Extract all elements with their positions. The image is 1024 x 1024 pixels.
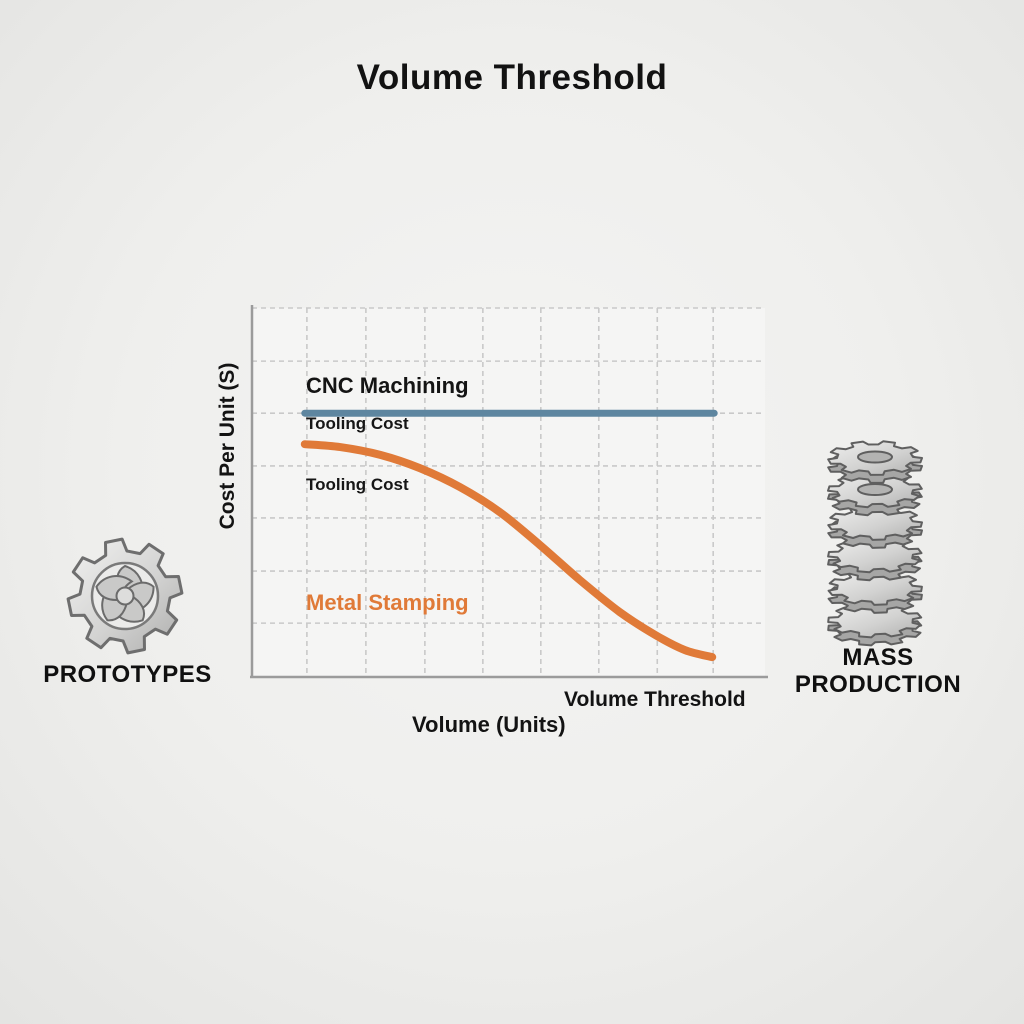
chart-plot (250, 305, 768, 679)
series-label-metal-stamping: Metal Stamping (306, 590, 469, 615)
y-axis-label: Cost Per Unit (S) (216, 362, 239, 530)
x-axis-label: Volume (Units) (412, 712, 566, 737)
page-title: Volume Threshold (356, 58, 668, 97)
right-caption-line1: MASS (842, 644, 914, 671)
annotation-cnc-tooling-cost: Tooling Cost (306, 414, 409, 433)
series-line-metal-stamping (300, 440, 717, 662)
left-caption: PROTOTYPES (43, 661, 212, 688)
gear-hub (115, 586, 135, 606)
right-caption-line2: PRODUCTION (794, 671, 962, 698)
series-label-cnc-machining: CNC Machining (306, 373, 469, 398)
right-caption: MASS PRODUCTION (780, 644, 976, 698)
volume-threshold-annotation: Volume Threshold (564, 688, 746, 711)
gear-icon (66, 537, 184, 655)
gear-stack-icon (827, 440, 923, 647)
annotation-stamping-tooling-cost: Tooling Cost (306, 475, 409, 494)
